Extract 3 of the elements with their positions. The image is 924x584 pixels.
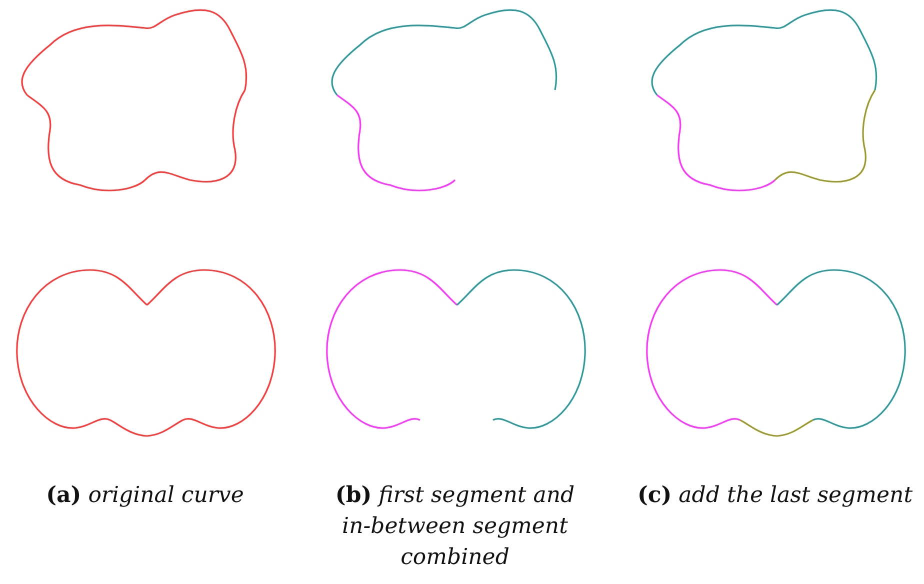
figure-caption: (a) original curve [45,481,245,510]
figure-caption: (b) first segment and in-between segment combined [334,481,576,572]
figure-caption: (c) add the last segment [636,481,914,510]
